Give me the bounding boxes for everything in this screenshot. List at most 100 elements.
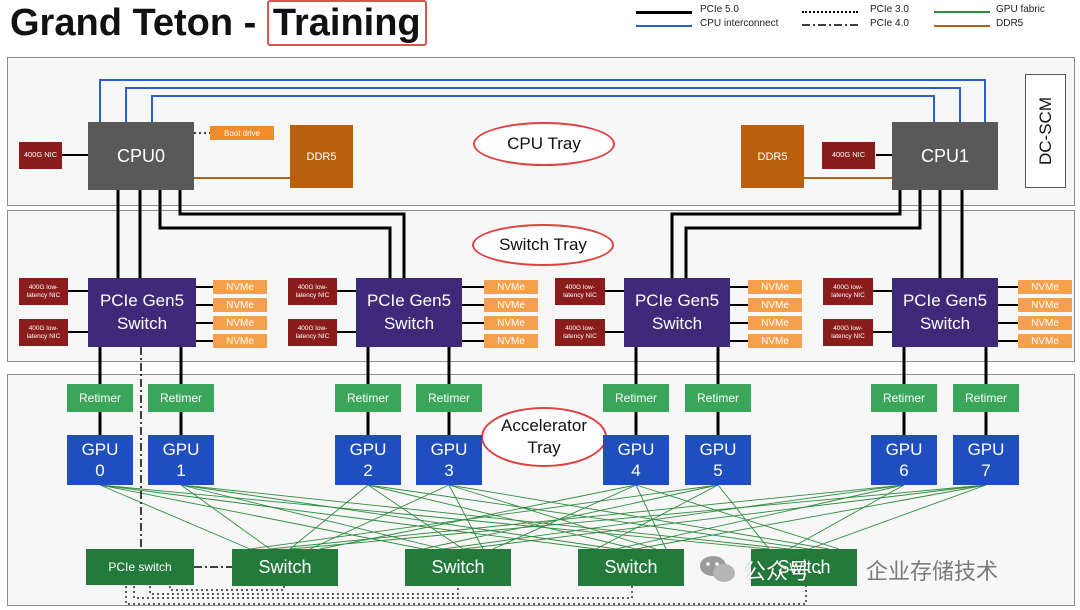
fabric-link [422, 484, 719, 550]
pcie3-bottom-links [125, 586, 807, 605]
fabric-link [595, 484, 719, 550]
switch0-nic-top: 400G low-latency NIC [19, 278, 68, 305]
pcie-gen5-switch-1: PCIe Gen5 Switch [356, 278, 462, 347]
dc-scm: DC-SCM [1025, 74, 1066, 188]
fabric-link [99, 484, 597, 550]
fabric-link [180, 484, 444, 550]
legend-swatch-pcie4 [802, 24, 860, 26]
ddr5-left: DDR5 [290, 125, 353, 188]
retimer-2: Retimer [335, 384, 401, 412]
fabric-link [788, 484, 905, 550]
retimer-3: Retimer [416, 384, 482, 412]
legend-cpu-interconnect: CPU interconnect [700, 18, 779, 29]
switch2-nvme-1: NVMe [748, 280, 802, 294]
switch-tray-label: Switch Tray [472, 224, 614, 266]
cpu0: CPU0 [88, 122, 194, 190]
retimer-6: Retimer [871, 384, 937, 412]
fabric-link [367, 484, 637, 550]
switch3-nic-top: 400G low-latency NIC [823, 278, 873, 305]
legend-gpu-fabric: GPU fabric [996, 4, 1045, 15]
fabric-link [180, 484, 617, 550]
cpu1: CPU1 [892, 122, 998, 190]
pcie-gen5-switch-0: PCIe Gen5 Switch [88, 278, 196, 347]
legend-ddr5: DDR5 [996, 18, 1024, 29]
fabric-link [808, 484, 987, 550]
switch1-nvme-1: NVMe [484, 280, 538, 294]
fabric-link [289, 484, 987, 550]
switch0-nic-bottom: 400G low-latency NIC [19, 319, 68, 346]
legend-swatch-pcie5 [636, 11, 692, 14]
wechat-icon [700, 556, 735, 582]
watermark-account: 公众号 · [744, 559, 824, 584]
fabric-link [269, 484, 905, 550]
legend-swatch-cpu-interconnect [636, 25, 692, 27]
retimer-4: Retimer [603, 384, 669, 412]
cpu0-nic: 400G NIC [19, 142, 62, 169]
accelerator-tray-label: Accelerator Tray [481, 407, 607, 467]
switch0-nvme-4: NVMe [213, 334, 267, 348]
fabric-link [442, 484, 905, 550]
cpu-interconnect-lines [99, 79, 986, 122]
legend-swatch-gpu-fabric [934, 11, 990, 13]
page-title: Grand Teton - Training [10, 0, 427, 46]
pcie-switch: PCIe switch [86, 549, 194, 585]
switch3-nvme-4: NVMe [1018, 334, 1072, 348]
switch3-nvme-2: NVMe [1018, 298, 1072, 312]
cpu-switch-links [116, 190, 964, 280]
watermark-name: 企业存储技术 [866, 559, 999, 584]
retimer-1: Retimer [148, 384, 214, 412]
fabric-link [615, 484, 905, 550]
fabric-link [448, 484, 484, 550]
fabric-link [99, 484, 424, 550]
fabric-switch-3: Switch [751, 549, 857, 586]
pcie-gen5-switch-2: PCIe Gen5 Switch [624, 278, 730, 347]
fabric-link [99, 484, 770, 550]
switch2-nvme-4: NVMe [748, 334, 802, 348]
fabric-link [289, 484, 369, 550]
switch0-nvme-1: NVMe [213, 280, 267, 294]
switch3-nvme-3: NVMe [1018, 316, 1072, 330]
fabric-link [99, 484, 251, 550]
switch2-nvme-2: NVMe [748, 298, 802, 312]
gpu-fabric-mesh [99, 484, 987, 550]
switch1-nvme-2: NVMe [484, 298, 538, 312]
switch3-nvme-1: NVMe [1018, 280, 1072, 294]
title-highlight: Training [266, 0, 427, 46]
retimer-0: Retimer [67, 384, 133, 412]
switch1-nvme-4: NVMe [484, 334, 538, 348]
fabric-link [448, 484, 657, 550]
fabric-link [309, 484, 450, 550]
legend-swatch-pcie3 [802, 11, 858, 13]
fabric-link [180, 484, 271, 550]
pcie-gen5-switch-3: PCIe Gen5 Switch [892, 278, 998, 347]
legend-swatch-ddr5 [934, 25, 990, 27]
switch2-nic-top: 400G low-latency NIC [555, 278, 605, 305]
cpu-tray-label: CPU Tray [473, 122, 615, 166]
fabric-switch-0: Switch [232, 549, 338, 586]
switch-peripheral-links [68, 286, 1018, 342]
fabric-link [462, 484, 987, 550]
switch2-nic-bottom: 400G low-latency NIC [555, 319, 605, 346]
fabric-link [635, 484, 987, 550]
switch1-nic-top: 400G low-latency NIC [288, 278, 337, 305]
switch2-nvme-3: NVMe [748, 316, 802, 330]
switch1-nvme-3: NVMe [484, 316, 538, 330]
ddr5-right: DDR5 [741, 125, 804, 188]
fabric-switch-2: Switch [578, 549, 684, 586]
legend-pcie3: PCIe 3.0 [870, 4, 909, 15]
switch3-nic-bottom: 400G low-latency NIC [823, 319, 873, 346]
switch1-nic-bottom: 400G low-latency NIC [288, 319, 337, 346]
fabric-link [367, 484, 464, 550]
retimer-7: Retimer [953, 384, 1019, 412]
fabric-link [717, 484, 770, 550]
fabric-switch-1: Switch [405, 549, 511, 586]
legend-pcie5: PCIe 5.0 [700, 4, 739, 15]
